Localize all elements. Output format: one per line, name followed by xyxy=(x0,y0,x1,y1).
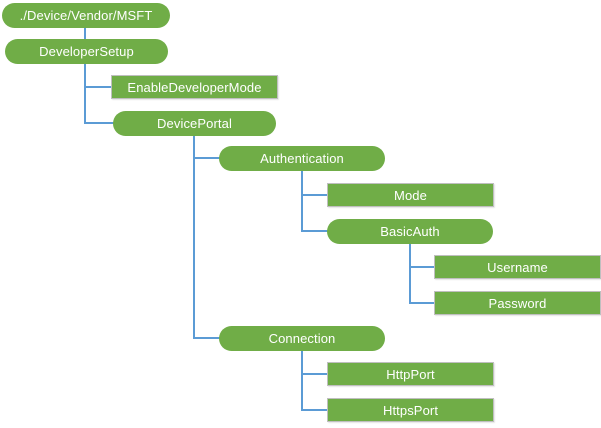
connector-developersetup-to-deviceportal xyxy=(84,64,115,124)
node-basicauth[interactable]: BasicAuth xyxy=(327,219,493,244)
node-root[interactable]: ./Device/Vendor/MSFT xyxy=(2,3,170,28)
node-label-httpport: HttpPort xyxy=(386,366,435,382)
node-httpport[interactable]: HttpPort xyxy=(327,362,494,386)
node-label-mode: Mode xyxy=(394,187,427,203)
node-username[interactable]: Username xyxy=(434,255,601,279)
connector-basicauth-to-password xyxy=(409,244,434,304)
node-password[interactable]: Password xyxy=(434,291,601,315)
node-label-basicauth: BasicAuth xyxy=(380,224,440,239)
node-label-authentication: Authentication xyxy=(260,151,344,166)
node-enabledevelopermode[interactable]: EnableDeveloperMode xyxy=(111,75,278,99)
connector-deviceportal-to-connection xyxy=(193,136,221,339)
node-connection[interactable]: Connection xyxy=(219,326,385,351)
connector-basicauth-to-username xyxy=(409,244,434,268)
node-label-connection: Connection xyxy=(268,331,336,346)
node-httpsport[interactable]: HttpsPort xyxy=(327,398,494,422)
node-label-password: Password xyxy=(488,295,547,311)
connector-authentication-to-mode xyxy=(301,171,327,196)
node-label-developersetup: DeveloperSetup xyxy=(39,44,134,59)
node-deviceportal[interactable]: DevicePortal xyxy=(113,111,276,136)
connector-connection-to-httpport xyxy=(301,351,327,375)
node-authentication[interactable]: Authentication xyxy=(219,146,385,171)
node-label-enabledevelopermode: EnableDeveloperMode xyxy=(127,79,262,95)
connector-developersetup-to-enabledevelopermode xyxy=(84,64,111,88)
node-label-httpsport: HttpsPort xyxy=(382,402,439,418)
connector-deviceportal-to-authentication xyxy=(193,136,221,159)
node-label-root: ./Device/Vendor/MSFT xyxy=(19,8,153,23)
node-mode[interactable]: Mode xyxy=(327,183,494,207)
node-label-username: Username xyxy=(487,259,548,275)
node-developersetup[interactable]: DeveloperSetup xyxy=(5,39,168,64)
connector-authentication-to-basicauth xyxy=(301,171,329,232)
connector-connection-to-httpsport xyxy=(301,351,327,411)
node-label-deviceportal: DevicePortal xyxy=(157,116,232,131)
